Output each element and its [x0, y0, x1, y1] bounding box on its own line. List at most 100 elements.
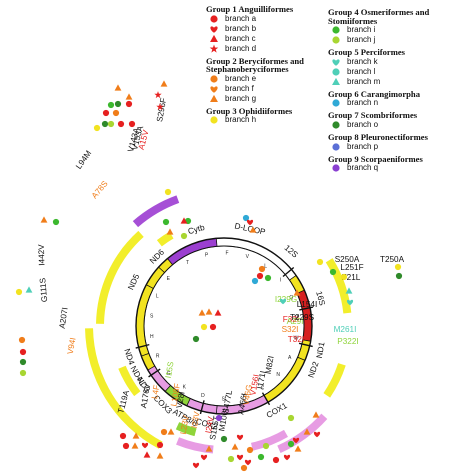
ring-outer-line [135, 237, 313, 415]
circle-marker [19, 369, 27, 377]
gene-label: ND2 [307, 360, 321, 379]
circle-marker [160, 428, 168, 436]
legend-item-branch-k: branch k [328, 57, 474, 67]
trna-tick [199, 400, 205, 415]
legend-item-branch-f: branch f [206, 84, 326, 94]
mutation-label: S296F [155, 97, 168, 122]
arc-nd6 [156, 231, 174, 247]
circle-marker [272, 456, 280, 464]
heart-marker [244, 459, 252, 466]
circle-icon [330, 67, 342, 77]
mutation-label: I171I [256, 370, 268, 390]
triangle-marker [156, 452, 164, 459]
circle-marker [287, 440, 295, 448]
circle-icon [332, 164, 340, 172]
circle-marker [246, 446, 254, 454]
legend-branch-label: branch p [347, 141, 379, 151]
heart-icon [210, 25, 218, 33]
trna-letter: Q [289, 295, 293, 301]
triangle-icon [210, 34, 218, 42]
gene-label: 12S [283, 243, 300, 260]
heart-icon [330, 57, 342, 67]
legend-branch-label: branch c [225, 33, 256, 43]
heart-icon [208, 84, 220, 94]
legend-branch-label: branch f [225, 83, 254, 93]
legend-item-branch-o: branch o [328, 120, 474, 130]
legend-branch-label: branch i [347, 25, 376, 35]
circle-marker [93, 124, 101, 132]
trna-letter: C [261, 385, 265, 391]
trna-letter: I [280, 277, 281, 283]
mutation-label: S477L [221, 389, 234, 414]
circle-marker [125, 100, 133, 108]
heart-icon [332, 59, 340, 66]
trna-letter: S [222, 396, 226, 402]
circle-marker [162, 218, 170, 226]
circle-marker [227, 455, 235, 463]
circle-icon [208, 14, 220, 24]
heart-marker [246, 219, 254, 226]
legend-branch-label: branch q [347, 163, 379, 173]
circle-marker [112, 109, 120, 117]
legend-group-title: Group 3 Ophidiiformes [206, 105, 293, 116]
circle-marker [117, 120, 125, 128]
gene-cytb [166, 237, 218, 266]
legend-branch-label: branch a [225, 13, 257, 23]
circle-marker [220, 435, 228, 443]
legend-branch-label: branch j [347, 35, 376, 45]
trna-letter: K [183, 385, 187, 391]
legend-branch-label: branch h [225, 115, 257, 125]
heart-marker [346, 299, 354, 306]
triangle-marker [249, 226, 257, 233]
circle-marker [262, 442, 270, 450]
circle-marker [156, 441, 164, 449]
circle-marker [180, 232, 188, 240]
legend-item-branch-p: branch p [328, 142, 474, 152]
circle-marker [240, 464, 248, 472]
circle-marker [122, 442, 130, 450]
legend-group-title: Group 1 Anguilliformes [206, 4, 294, 14]
legend-item-branch-h: branch h [206, 115, 326, 125]
trna-letter: P [205, 252, 209, 258]
trna-letter: G [167, 371, 171, 377]
triangle-marker [132, 432, 140, 439]
arc-cytb [132, 195, 180, 228]
mutation-label: F32I [283, 315, 299, 324]
circle-icon [332, 142, 340, 151]
mutation-label: S250A [335, 255, 360, 264]
legend-group-title: Group 2 Beryciformes and [206, 55, 304, 66]
mutation-label: I15S [164, 360, 176, 379]
arc-cox3 [176, 437, 214, 454]
arc-nd5 [96, 230, 144, 324]
trna-letter: R [156, 354, 160, 360]
triangle-marker [303, 428, 311, 435]
circle-marker [251, 277, 259, 285]
circle-marker [215, 414, 223, 422]
legend-branch-label: branch o [347, 119, 379, 129]
circle-icon [330, 35, 342, 45]
circle-icon [332, 68, 340, 76]
legend-branch-label: branch l [347, 66, 376, 76]
trna-letter: H [150, 334, 154, 340]
triangle-marker [25, 286, 33, 293]
legend-group-title: Group 4 Osmeriformes and [328, 7, 430, 17]
mutation-label: S32I [282, 325, 299, 334]
circle-icon [330, 142, 342, 152]
mutation-label: S155T [208, 415, 221, 440]
mutation-label: A29I [287, 317, 304, 326]
gene-label: ND4 [122, 348, 136, 367]
trna-letter: M [294, 315, 298, 321]
legend-item-branch-c: branch c [206, 34, 326, 44]
triangle-icon [332, 77, 340, 85]
triangle-marker [312, 411, 320, 418]
triangle-icon [210, 94, 218, 102]
mutation-label: L154I [297, 300, 318, 309]
legend-group-title: Group 5 Perciformes [328, 47, 406, 58]
triangle-marker [231, 443, 239, 450]
heart-icon [208, 24, 220, 34]
circle-marker [258, 265, 266, 273]
heart-marker [236, 434, 244, 441]
